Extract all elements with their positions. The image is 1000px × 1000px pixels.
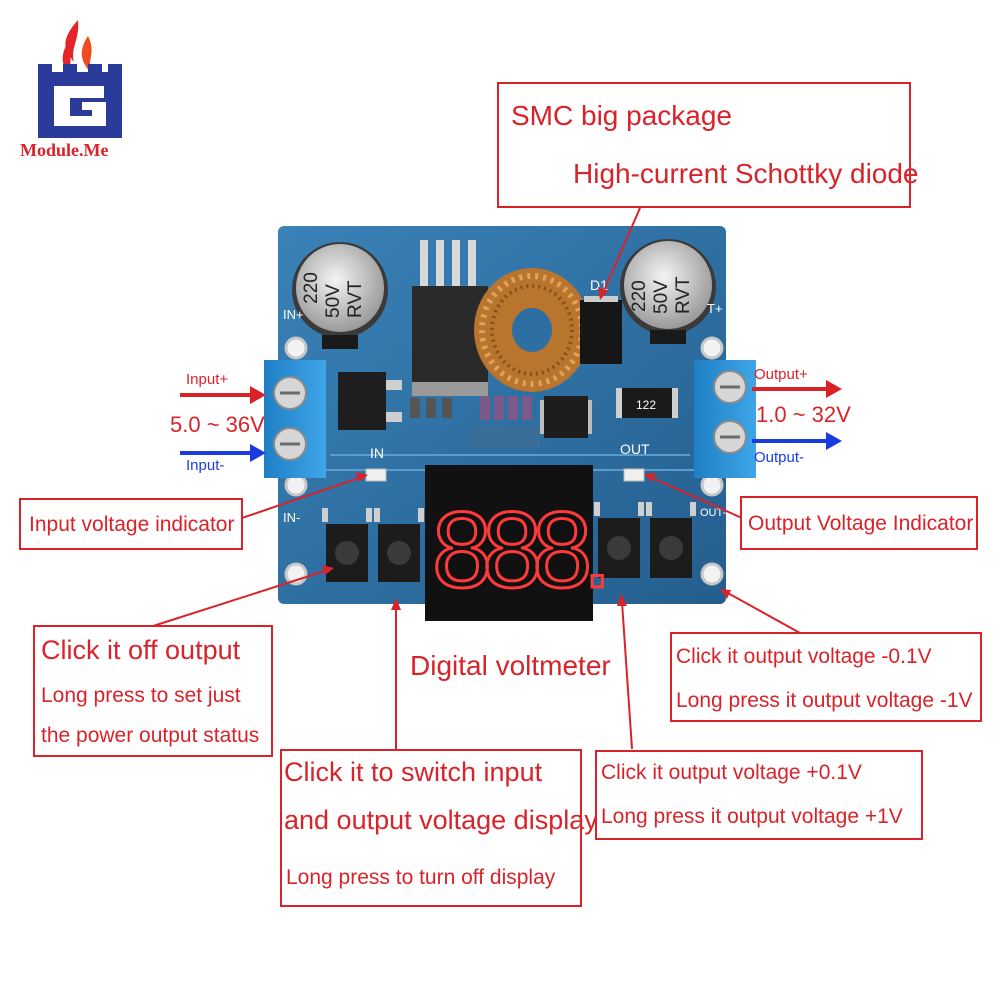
brand-logo-icon <box>38 20 122 138</box>
callout-btn2-line-3: Long press to turn off display <box>286 866 556 889</box>
button-3-illustration <box>594 502 644 578</box>
callout-button-1: Click it off output Long press to set ju… <box>33 625 273 757</box>
output-minus-label: Output- <box>754 449 805 466</box>
callout-diode-line-1: SMC big package <box>511 100 733 131</box>
input-plus-label: Input+ <box>186 371 229 388</box>
out-minus-mark: OUT- <box>700 507 727 519</box>
callout-output-voltage-indicator: Output Voltage Indicator <box>740 496 978 550</box>
callout-input-indicator-text: Input voltage indicator <box>29 513 235 536</box>
callout-btn1-line-2: Long press to set just <box>41 684 241 707</box>
input-range-label: 5.0 ~ 36V <box>170 412 265 437</box>
callout-button-2: Click it to switch input and output volt… <box>280 749 598 907</box>
button-4-illustration <box>646 502 696 578</box>
cap-left-marking: 220 <box>301 253 323 323</box>
brand-name: Module.Me <box>20 140 109 160</box>
display-digits: 888. <box>432 489 603 610</box>
callout-button-4: Click it output voltage -0.1V Long press… <box>670 632 982 722</box>
callout-output-indicator-text: Output Voltage Indicator <box>748 512 974 535</box>
cap-right-line-1: 220 <box>629 280 650 312</box>
callout-input-voltage-indicator: Input voltage indicator <box>19 498 243 550</box>
brand-logo: Module.Me <box>18 12 138 162</box>
callout-btn1-line-1: Click it off output <box>41 635 241 665</box>
out-plus-mark: T+ <box>707 301 723 316</box>
seven-segment-display <box>425 465 593 621</box>
digital-voltmeter-label: Digital voltmeter <box>410 650 611 681</box>
callout-btn4-line-1: Click it output voltage -0.1V <box>676 645 932 668</box>
in-minus-mark: IN- <box>283 510 300 525</box>
callout-btn2-line-2: and output voltage display <box>284 805 598 835</box>
button-1-illustration <box>322 508 372 582</box>
output-range-label: 1.0 ~ 32V <box>756 402 851 427</box>
out-led-mark: OUT <box>620 441 650 457</box>
callout-btn4-line-2: Long press it output voltage -1V <box>676 689 973 712</box>
cap-right-line-2: 50V <box>651 280 672 314</box>
output-plus-label: Output+ <box>754 366 808 383</box>
in-led-mark: IN <box>370 445 384 461</box>
callout-btn2-line-1: Click it to switch input <box>284 757 543 787</box>
in-plus-mark: IN+ <box>283 307 304 322</box>
button-2-illustration <box>374 508 424 582</box>
callout-btn3-line-1: Click it output voltage +0.1V <box>601 761 862 784</box>
resistor-mark: 122 <box>636 398 656 412</box>
callout-diode-line-2: High-current Schottky diode <box>573 158 919 189</box>
cap-left-line-1: 220 <box>301 272 322 304</box>
callout-schottky-diode: SMC big package High-current Schottky di… <box>497 82 919 208</box>
callout-button-3: Click it output voltage +0.1V Long press… <box>595 750 923 840</box>
cap-left-line-3: RVT <box>345 280 366 318</box>
diode-mark: D1 <box>590 277 608 293</box>
callout-btn1-line-3: the power output status <box>41 724 260 747</box>
callout-btn3-line-2: Long press it output voltage +1V <box>601 805 903 828</box>
cap-right-line-3: RVT <box>673 276 694 314</box>
cap-left-line-2: 50V <box>323 284 344 318</box>
input-minus-label: Input- <box>186 457 225 474</box>
